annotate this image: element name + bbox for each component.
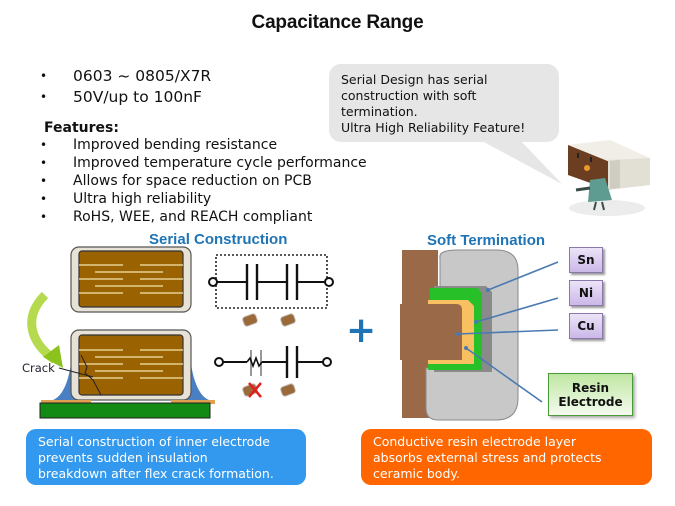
caption-line: prevents sudden insulation <box>38 450 208 465</box>
cu-label: Cu <box>569 313 603 339</box>
bubble-line: Serial Design has serial <box>341 72 488 87</box>
features-heading: Features: <box>44 120 119 136</box>
bubble-line: construction with soft <box>341 88 477 103</box>
caption-line: absorbs external stress and protects <box>373 450 602 465</box>
feature-item: Improved temperature cycle performance <box>40 154 367 172</box>
soft-caption: Conductive resin electrode layer absorbs… <box>361 429 652 485</box>
soft-termination-diagram <box>400 249 559 421</box>
bend-arrow-icon <box>27 291 58 364</box>
caption-line: breakdown after flex crack formation. <box>38 466 274 481</box>
resin-line: Resin <box>571 381 610 395</box>
bottom-chip-ceramic <box>78 334 184 396</box>
feature-item: Improved bending resistance <box>40 136 367 154</box>
pcb-board <box>39 402 211 419</box>
feature-item: RoHS, WEE, and REACH compliant <box>40 208 367 226</box>
resin-line: Electrode <box>558 395 623 409</box>
capacitor-mascot-icon <box>568 140 650 216</box>
spec-item: 0603 ~ 0805/X7R <box>40 66 211 87</box>
plus-icon: + <box>346 310 377 351</box>
caption-line: ceramic body. <box>373 466 460 481</box>
ni-label: Ni <box>569 280 603 306</box>
page-title: Capacitance Range <box>251 12 424 33</box>
serial-circuit-diagram <box>208 254 334 398</box>
crack-line <box>80 354 102 396</box>
crack-label: Crack <box>22 361 55 375</box>
sn-label: Sn <box>569 247 603 273</box>
chip-icon <box>242 313 258 327</box>
resistor-symbol <box>246 355 263 369</box>
spec-list: 0603 ~ 0805/X7R 50V/up to 100nF <box>40 66 211 108</box>
bubble-tail <box>480 140 562 184</box>
caption-line: Serial construction of inner electrode <box>38 434 270 449</box>
resin-electrode-label: Resin Electrode <box>548 373 633 416</box>
cracked-chip-icon <box>242 382 262 398</box>
feature-item: Ultra high reliability <box>40 190 367 208</box>
serial-caption: Serial construction of inner electrode p… <box>26 429 306 485</box>
bubble-line: termination. <box>341 104 418 119</box>
bubble-line: Ultra High Reliability Feature! <box>341 120 526 135</box>
feature-item: Allows for space reduction on PCB <box>40 172 367 190</box>
serial-construction-title: Serial Construction <box>149 231 288 248</box>
chip-icon <box>280 383 296 397</box>
feature-list: Improved bending resistance Improved tem… <box>40 136 367 226</box>
caption-line: Conductive resin electrode layer <box>373 434 576 449</box>
chip-icon <box>280 313 296 327</box>
soft-termination-title: Soft Termination <box>427 232 546 249</box>
spec-item: 50V/up to 100nF <box>40 87 211 108</box>
chip-cross-section-diagram <box>27 246 215 419</box>
speech-bubble: Serial Design has serial construction wi… <box>329 64 559 142</box>
